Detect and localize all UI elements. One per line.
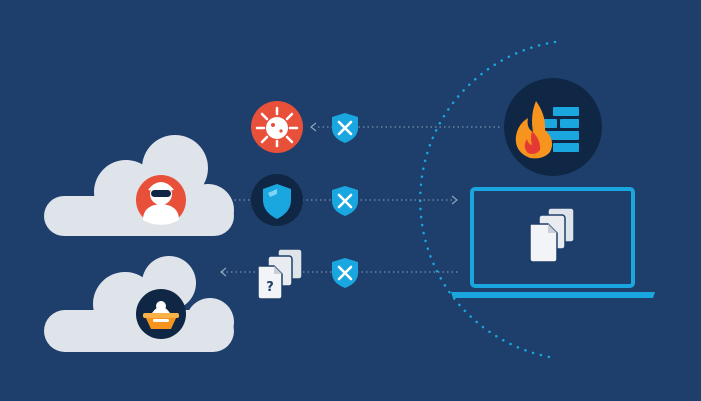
laptop-icon <box>451 187 655 298</box>
hacker-avatar-icon <box>136 175 186 225</box>
cloud-top <box>44 135 234 236</box>
shield-x-icon <box>332 113 358 143</box>
firewall-flame-icon <box>504 78 602 176</box>
question-documents-icon: ? <box>257 248 303 300</box>
arrow-left-top <box>310 122 317 132</box>
unknown-file-mark: ? <box>266 280 274 295</box>
documents-icon <box>529 207 575 263</box>
virus-bug-icon <box>251 101 303 153</box>
shield-x-icon <box>332 186 358 216</box>
shield-icon <box>251 174 303 226</box>
shield-x-icon <box>332 258 358 288</box>
arrow-right-middle <box>451 195 458 205</box>
thief-loot-icon <box>136 289 186 339</box>
arrow-left-bottom <box>220 267 227 277</box>
